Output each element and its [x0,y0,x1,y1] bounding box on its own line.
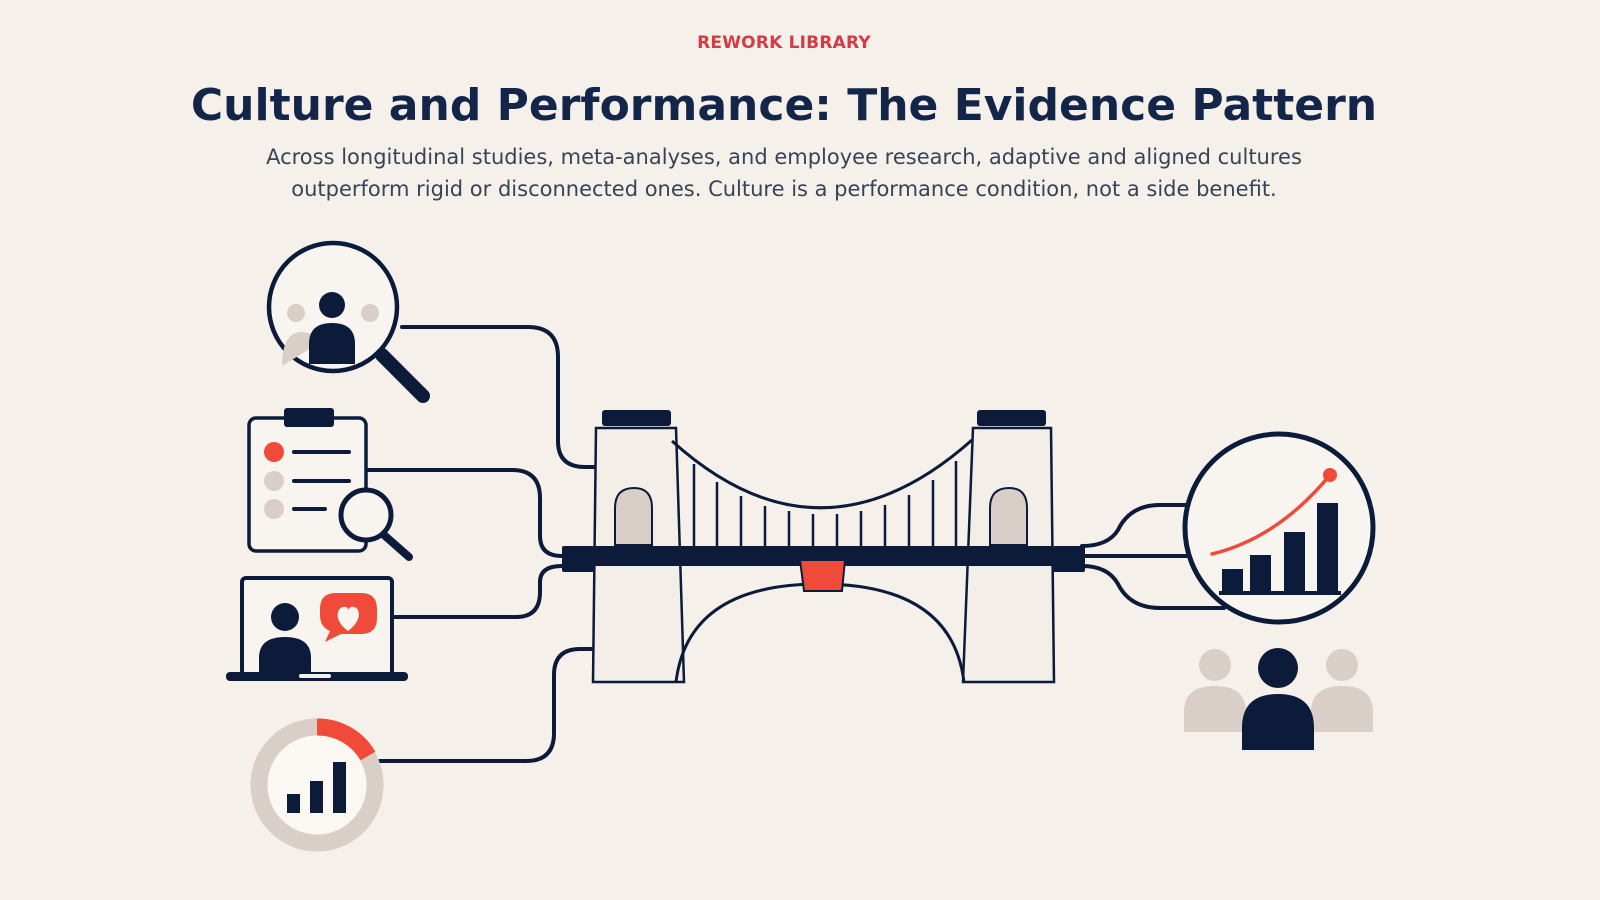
bridge-hangers [692,461,958,548]
page-title: Culture and Performance: The Evidence Pa… [190,80,1378,131]
magnifier-person-icon [266,240,430,403]
eyebrow-label: REWORK LIBRARY [697,33,871,53]
rising-chart-icon [1182,431,1376,625]
connector-line [400,325,600,469]
clipboard-survey-icon [247,408,413,561]
connector-line [1080,564,1226,610]
connector-line [378,647,594,763]
donut-bar-chart-icon [250,718,384,852]
output-connectors [1080,503,1226,610]
laptop-feedback-icon [226,576,408,681]
team-people-icon [1184,648,1373,750]
suspension-bridge-icon [562,410,1085,684]
connector-line [365,468,578,558]
connector-line [1080,503,1194,548]
input-connectors [365,325,600,763]
page-subtitle: Across longitudinal studies, meta-analys… [266,145,1302,201]
connector-line [391,564,578,619]
